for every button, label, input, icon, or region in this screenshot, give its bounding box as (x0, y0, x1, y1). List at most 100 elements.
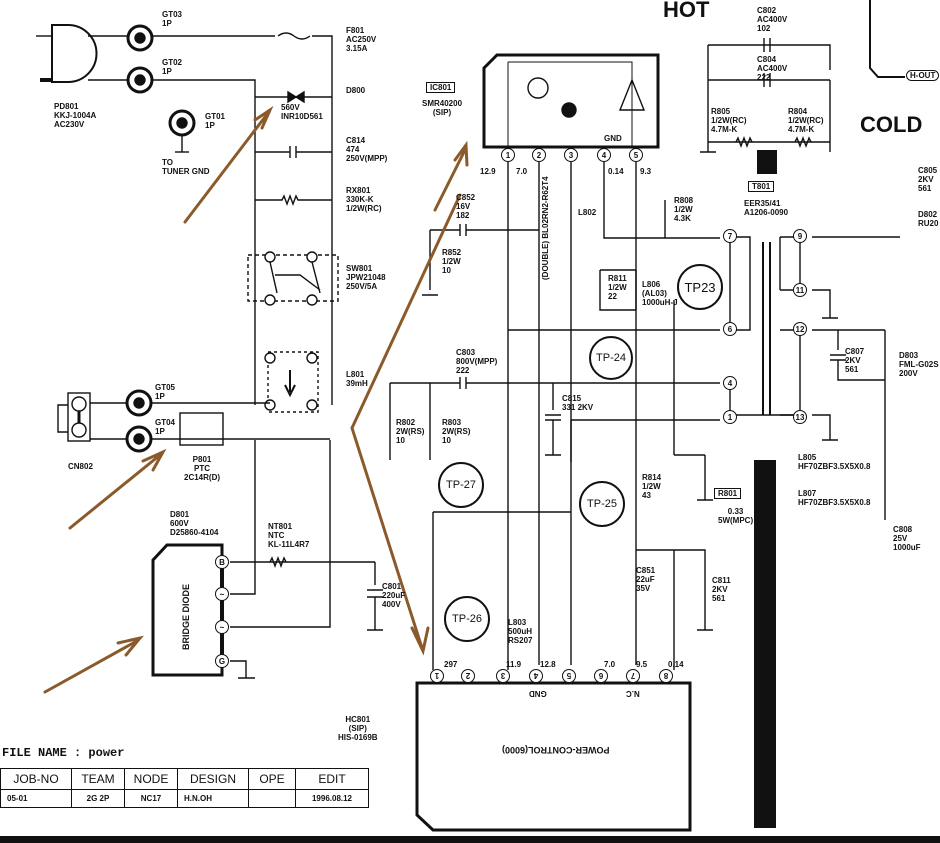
c815-label: C815 331 2KV (562, 394, 594, 412)
c801-label: C801 220uF 400V (382, 582, 406, 609)
l801-label: L801 39mH (346, 370, 368, 388)
pc-pin-7: 7 (626, 669, 640, 683)
value-ope (248, 789, 296, 808)
pc-v8: 0.14 (668, 660, 684, 669)
test-point-tp23: TP23 (677, 264, 723, 310)
gt05-label: GT05 1P (155, 383, 176, 401)
c803-label: C803 800V(MPP) 222 (456, 348, 498, 375)
test-point-tp25: TP-25 (579, 481, 625, 527)
gt04-label: GT04 1P (155, 418, 176, 436)
ic801-pin-3: 3 (564, 148, 578, 162)
r802-label: R802 2W(RS) 10 (396, 418, 425, 445)
pc-pin-2: 2 (461, 669, 475, 683)
pc-pin-6: 6 (594, 669, 608, 683)
isolation-barrier-mark (757, 150, 777, 174)
pc-pin-5: 5 (562, 669, 576, 683)
ic801-body (482, 53, 660, 149)
r804-label: R804 1/2W(RC) 4.7M-K (788, 107, 824, 134)
t801-pin-1: 1 (723, 410, 737, 424)
hc801-label: HC801 (SIP) HIS-0169B (338, 715, 378, 742)
gt03-connector (126, 24, 154, 52)
isolation-barrier-line (754, 460, 776, 828)
d802-label: D802 RU20 (918, 210, 939, 228)
t801-pin-11: 11 (793, 283, 807, 297)
bead-label: (DOUBLE) BL02RN2-R62T4 (541, 176, 550, 280)
r805-label: R805 1/2W(RC) 4.7M-K (711, 107, 747, 134)
r808-label: R808 1/2W 4.3K (674, 196, 694, 223)
r811-label: R811 1/2W 22 (608, 274, 627, 301)
ic801-v4: 0.14 (608, 167, 624, 176)
cold-zone-label: COLD (860, 112, 923, 137)
header-node: NODE (124, 768, 178, 790)
pc-v7: 9.5 (636, 660, 648, 669)
p801-label: P801 PTC 2C14R(D) (184, 455, 221, 482)
ic801-pin-4: 4 (597, 148, 611, 162)
nt801-label: NT801 NTC KL-11L4R7 (268, 522, 310, 549)
h-out-connector: H-OUT (906, 70, 940, 81)
r852-label: R852 1/2W 10 (442, 248, 462, 275)
r814-label: R814 1/2W 43 (642, 473, 662, 500)
c802-label: C802 AC400V 102 (757, 6, 788, 33)
value-team: 2G 2P (71, 789, 125, 808)
l807-label: L807 HF70ZBF3.5X5X0.8 (798, 489, 871, 507)
d800-label: 560V INR10D561 (281, 103, 323, 121)
t801-pin-9: 9 (793, 229, 807, 243)
r801-label: 0.33 5W(MPC) (718, 507, 754, 525)
l802-label: L802 (578, 208, 597, 217)
c807-label: C807 2KV 561 (845, 347, 865, 374)
c814-label: C814 474 250V(MPP) (346, 136, 388, 163)
header-team: TEAM (71, 768, 125, 790)
d803-label: D803 FML-G02S 200V (899, 351, 939, 378)
ic801-pin-5: 5 (629, 148, 643, 162)
pd801-label: PD801 KKJ-1004A AC230V (54, 102, 97, 129)
t801-pin-12: 12 (793, 322, 807, 336)
title-block-table: JOB-NO TEAM NODE DESIGN OPE EDIT 05-01 2… (0, 768, 369, 808)
t801-label: EER35/41 A1206-0090 (744, 199, 789, 217)
header-edit: EDIT (295, 768, 369, 790)
d801-pin-b: B (215, 555, 229, 569)
ac-plug-symbol (51, 24, 98, 83)
bridge-diode-body-label: BRIDGE DIODE (181, 583, 191, 650)
t801-pin-6: 6 (723, 322, 737, 336)
l803-label: L803 500uH RS207 (508, 618, 533, 645)
line-filter-l801 (267, 351, 319, 413)
c811-label: C811 2KV 561 (712, 576, 731, 603)
l805-label: L805 HF70ZBF3.5X5X0.8 (798, 453, 871, 471)
d801-pin-ac2: ~ (215, 620, 229, 634)
d801-pin-g: G (215, 654, 229, 668)
pc-v4: 12.8 (540, 660, 556, 669)
pc-nc-label: N.C (626, 689, 640, 698)
c852-label: C852 16V 182 (456, 193, 476, 220)
rx801-label: RX801 330K-K 1/2W(RC) (346, 186, 382, 213)
ic801-label: SMR40200 (SIP) (422, 99, 463, 117)
d800-ref: D800 (346, 86, 366, 95)
value-node: NC17 (124, 789, 178, 808)
pc-v3: 11.9 (506, 660, 522, 669)
d801-pin-ac1: ~ (215, 587, 229, 601)
value-job-no: 05-01 (0, 789, 72, 808)
gt02-label: GT02 1P (162, 58, 183, 76)
pc-body-label: POWER-CONTROL(6000) (502, 745, 610, 755)
pc-pin-1: 1 (430, 669, 444, 683)
c804-label: C804 AC400V 222 (757, 55, 788, 82)
test-point-tp24: TP-24 (589, 336, 633, 380)
header-design: DESIGN (177, 768, 249, 790)
r801-ref: R801 (714, 488, 742, 499)
ic801-v5: 9.3 (640, 167, 652, 176)
pc-pin-8: 8 (659, 669, 673, 683)
c851-label: C851 22uF 35V (636, 566, 656, 593)
gt01-note: TO TUNER GND (162, 158, 210, 176)
ic801-ref: IC801 (426, 82, 456, 93)
pc-pin-3: 3 (496, 669, 510, 683)
value-edit: 1996.08.12 (295, 789, 369, 808)
c805-label: C805 2KV 561 (918, 166, 938, 193)
fuse-f801 (277, 32, 311, 40)
header-ope: OPE (248, 768, 296, 790)
cn802-connector (67, 392, 91, 442)
file-name: FILE NAME : power (2, 746, 125, 760)
gt03-label: GT03 1P (162, 10, 183, 28)
t801-pin-7: 7 (723, 229, 737, 243)
sw801-label: SW801 JPW21048 250V/5A (346, 264, 386, 291)
cn802-label: CN802 (68, 462, 93, 471)
